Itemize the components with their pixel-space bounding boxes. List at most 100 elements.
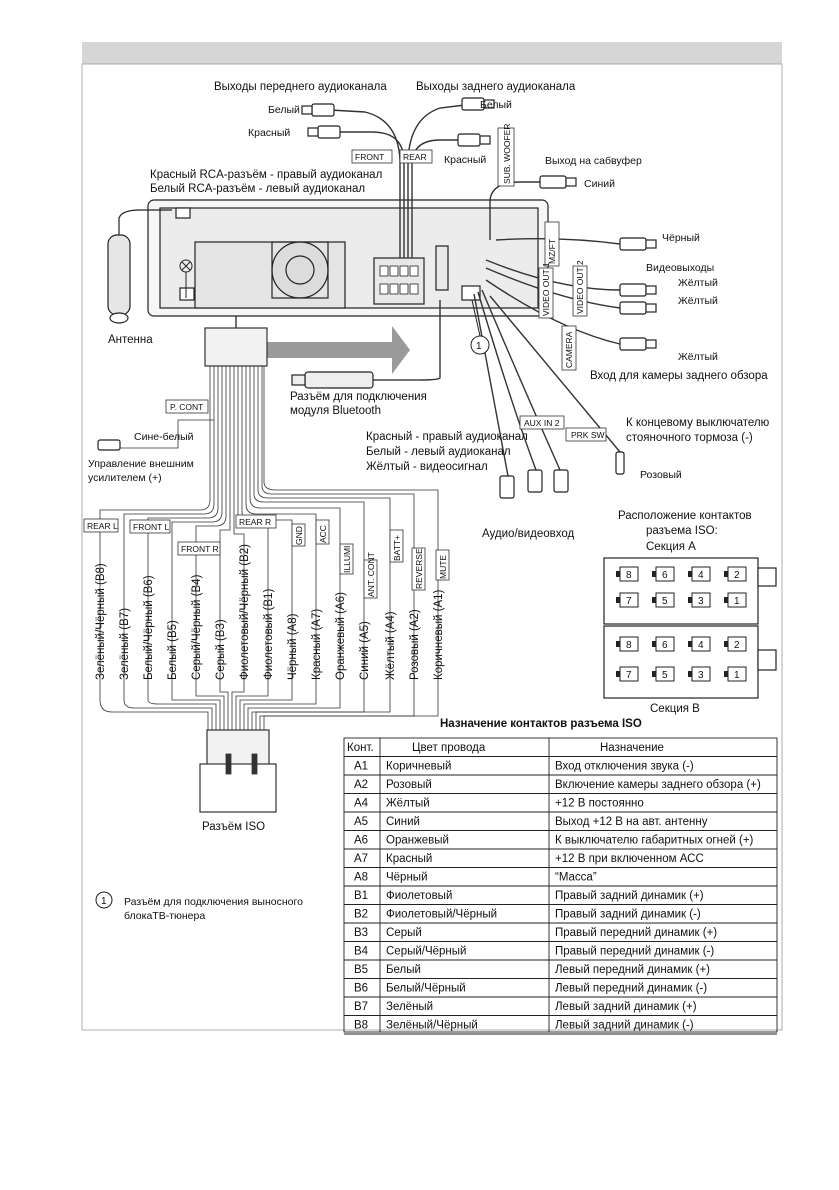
section-a-label: Секция А <box>646 541 696 553</box>
table-cell: Серый/Чёрный <box>386 946 466 958</box>
table-cell: B3 <box>354 927 368 939</box>
table-cell: Зелёный <box>386 1001 433 1013</box>
sub-blue-label: Синий <box>584 178 615 190</box>
table-cell: Правый задний динамик (+) <box>555 890 704 902</box>
antenna-plug <box>107 209 172 324</box>
wire-label: Розовый (A2) <box>409 609 421 680</box>
table-cell: A7 <box>354 853 368 865</box>
iso-pin-tab <box>688 641 692 647</box>
amp-label-1: Управление внешним <box>88 458 194 470</box>
video-out1-tag: VIDEO OUT 1 <box>541 262 551 316</box>
yellow-cam-label: Жёлтый <box>678 351 718 363</box>
iso-pin-tab <box>652 571 656 577</box>
wire-label: Синий (A5) <box>359 621 371 680</box>
head-unit-iso-socket <box>379 265 419 295</box>
table-cell: Включение камеры заднего обзора (+) <box>555 779 761 791</box>
wire-tag: BATT+ <box>392 535 402 561</box>
wire-tag: REVERSE <box>414 548 424 589</box>
wire-label: Зелёный/Чёрный (B8) <box>95 563 107 680</box>
amp-label-2: усилителем (+) <box>88 472 162 484</box>
prk-tag: PRK SW <box>571 430 605 440</box>
front-tag: FRONT <box>355 152 384 162</box>
table-cell: A8 <box>354 872 368 884</box>
wire-label: Белый (B5) <box>167 620 179 680</box>
iso-pin-tab <box>652 671 656 677</box>
iso-connector-label: Разъём ISO <box>202 821 265 833</box>
callout-marker <box>95 299 490 909</box>
table-cell: A4 <box>354 798 369 810</box>
table-cell: Левый передний динамик (+) <box>555 964 710 976</box>
rca-white-label: Белый RCA-разъём - левый аудиоканал <box>150 183 365 195</box>
iso-pin-tab <box>724 671 728 677</box>
table-cell: Левый передний динамик (-) <box>555 983 707 995</box>
wire-label: Жёлтый (A4) <box>385 611 397 680</box>
table-cell: A6 <box>354 835 368 847</box>
table-cell: A5 <box>354 816 368 828</box>
tag-boxes <box>83 127 607 599</box>
av-in-label: Аудио/видеовход <box>482 528 575 540</box>
bluetooth-connector <box>291 371 420 389</box>
wire-tag: REAR R <box>239 517 271 527</box>
table-cell: “Масса” <box>555 872 597 884</box>
subwoofer-tag: SUB. WOOFER <box>502 124 512 184</box>
table-cell: К выключателю габаритных огней (+) <box>555 835 754 847</box>
iso-pin-number: 4 <box>698 570 704 581</box>
av-red-label: Красный - правый аудиоканал <box>366 431 528 443</box>
table-cell: Фиолетовый/Чёрный <box>386 909 497 921</box>
iso-pin-number: 6 <box>662 640 668 651</box>
wire-label: Белый/Чёрный (B6) <box>143 575 155 680</box>
wire-tag: GND <box>294 526 304 545</box>
tv-note-2: блокаТВ-тюнера <box>124 910 205 922</box>
black-label: Чёрный <box>662 232 700 244</box>
iso-pin-tab <box>724 641 728 647</box>
table-cell: B5 <box>354 964 368 976</box>
iso-pin-tab <box>724 597 728 603</box>
front-white-label: Белый <box>268 104 300 116</box>
table-header: Конт. Цвет провода Назначение <box>347 742 664 754</box>
iso-pin-tab <box>616 597 620 603</box>
iso-pin-tab <box>652 641 656 647</box>
ground-screw-icon <box>179 259 193 298</box>
iso-pin-number: 8 <box>626 640 632 651</box>
table-cell: +12 В при включенном АСС <box>555 853 704 865</box>
wire-tag: ACC <box>318 525 328 543</box>
video-out2-tag: VIDEO OUT 2 <box>575 260 585 314</box>
iso-pin-number: 2 <box>734 640 740 651</box>
rear-tag: REAR <box>403 152 427 162</box>
wire-label: Чёрный (A8) <box>287 613 299 680</box>
iso-pin-number: 6 <box>662 570 668 581</box>
wire-tag: REAR L <box>87 521 118 531</box>
mz-ft-tag: MZ/FT <box>547 239 557 264</box>
table-cell: Правый передний динамик (+) <box>555 927 717 939</box>
table-cell: Правый передний динамик (-) <box>555 946 714 958</box>
iso-pin-tab <box>688 597 692 603</box>
table-title: Назначение контактов разъема ISO <box>440 718 642 730</box>
table-cell: B8 <box>354 1020 368 1032</box>
table-cell: Левый задний динамик (+) <box>555 1001 697 1013</box>
table-cell: Вход отключения звука (-) <box>555 761 694 773</box>
section-b-label: Секция В <box>650 703 700 715</box>
wire-label: Серый/Чёрный (B4) <box>191 574 203 680</box>
table-cell: Красный <box>386 853 432 865</box>
video-out-label: Видеовыходы <box>646 262 714 274</box>
antenna-label: Антенна <box>108 334 153 346</box>
iso-pin-tab <box>616 571 620 577</box>
table-cell: Розовый <box>386 779 432 791</box>
table-cell: B1 <box>354 890 368 902</box>
iso-pin-number: 3 <box>698 670 704 681</box>
rear-outputs-label: Выходы заднего аудиоканала <box>416 81 576 93</box>
wire-label: Серый (B3) <box>215 619 227 680</box>
table-cell: B2 <box>354 909 368 921</box>
table-cell: Выход +12 В на авт. антенну <box>555 816 708 828</box>
table-header-cell: Цвет провода <box>412 742 486 754</box>
rear-red-label: Красный <box>444 154 486 166</box>
iso-pin-number: 1 <box>734 596 740 607</box>
table-header-cell: Назначение <box>600 742 664 754</box>
wire-tag: ANT. CONT <box>366 552 376 597</box>
av-white-label: Белый - левый аудиоканал <box>366 446 511 458</box>
wire-label: Красный (A7) <box>311 609 323 680</box>
table-header-cell: Конт. <box>347 742 374 754</box>
